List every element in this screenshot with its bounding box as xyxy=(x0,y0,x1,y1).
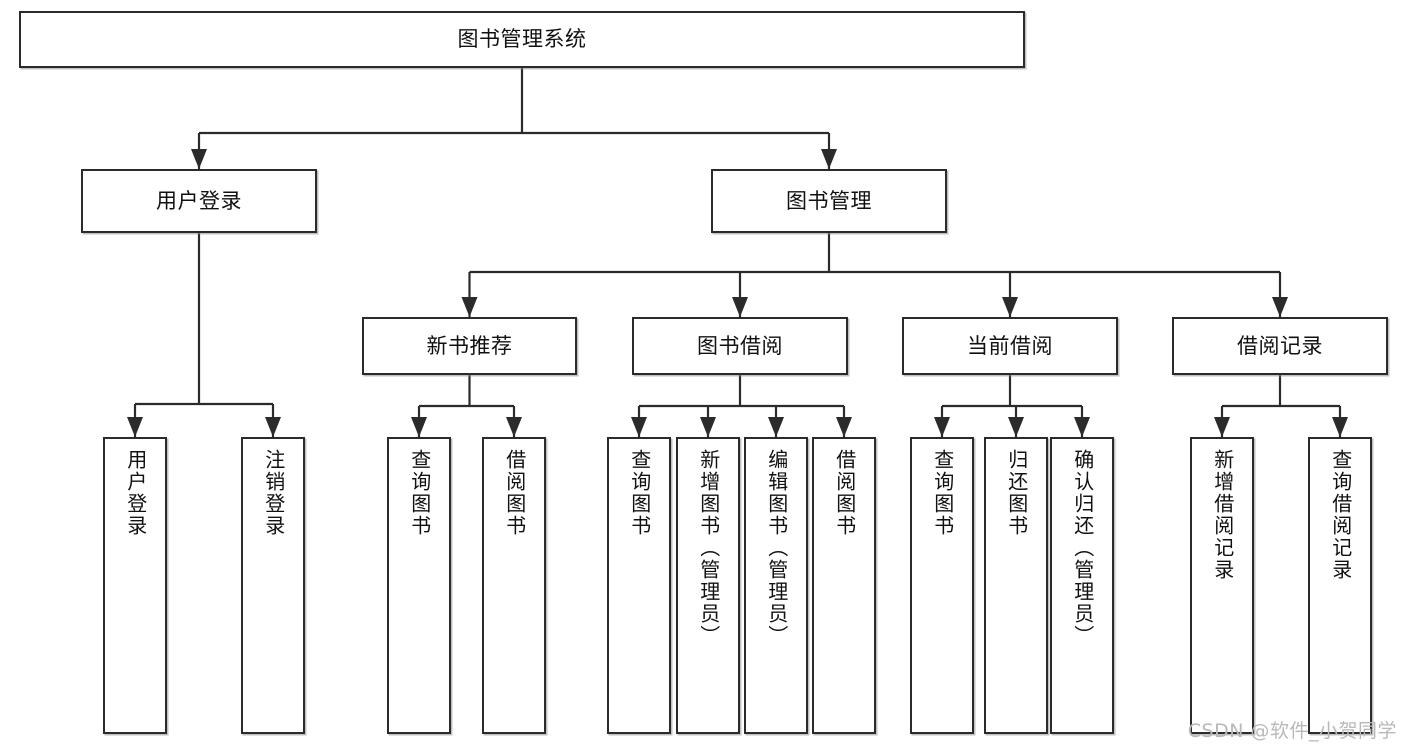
arrowhead-icon xyxy=(821,149,837,169)
node-label: 图书管理 xyxy=(786,188,872,213)
node-current-borrow[interactable]: 当前借阅 xyxy=(902,317,1118,375)
node-label: 用户登录 xyxy=(123,449,148,537)
node-label: 注销登录 xyxy=(261,449,286,537)
node-leaf-rec-add-record[interactable]: 新增借阅记录 xyxy=(1190,437,1254,734)
arrowhead-icon xyxy=(1272,297,1288,317)
node-label: 查询借阅记录 xyxy=(1328,449,1353,581)
trunk-trunk-login xyxy=(127,233,281,437)
arrowhead-icon xyxy=(506,417,522,437)
arrowhead-icon xyxy=(1332,417,1348,437)
arrowhead-icon xyxy=(1074,417,1090,437)
node-leaf-bor-add-book[interactable]: 新增图书（管理员） xyxy=(676,437,740,734)
node-label: 图书管理系统 xyxy=(457,27,587,52)
node-book-borrow[interactable]: 图书借阅 xyxy=(632,317,848,375)
node-label: 查询图书 xyxy=(627,449,652,537)
arrowhead-icon xyxy=(191,149,207,169)
node-leaf-rec-query-book[interactable]: 查询图书 xyxy=(387,437,451,734)
arrowhead-icon xyxy=(1008,417,1024,437)
arrowhead-icon xyxy=(700,417,716,437)
node-label: 新增借阅记录 xyxy=(1210,449,1235,581)
node-label: 图书借阅 xyxy=(697,333,783,358)
node-label: 当前借阅 xyxy=(967,333,1053,358)
node-label: 借阅图书 xyxy=(502,449,527,537)
trunk-trunk-manage xyxy=(461,233,1288,317)
node-label: 编辑图书（管理员） xyxy=(764,449,789,647)
node-leaf-bor-query-book[interactable]: 查询图书 xyxy=(607,437,671,734)
node-user-login[interactable]: 用户登录 xyxy=(81,169,317,233)
node-book-manage[interactable]: 图书管理 xyxy=(711,169,947,233)
arrowhead-icon xyxy=(127,417,143,437)
node-label: 查询图书 xyxy=(930,449,955,537)
trunk-trunk-recommend xyxy=(411,375,522,437)
arrowhead-icon xyxy=(461,297,478,317)
arrowhead-icon xyxy=(768,417,784,437)
trunk-trunk-current xyxy=(934,375,1090,437)
node-leaf-cur-return-book[interactable]: 归还图书 xyxy=(984,437,1048,734)
trunk-trunk-borrow xyxy=(631,375,852,437)
arrowhead-icon xyxy=(411,417,427,437)
node-label: 新增图书（管理员） xyxy=(696,449,721,647)
arrowhead-icon xyxy=(1002,297,1018,317)
arrowhead-icon xyxy=(732,297,748,317)
node-leaf-bor-borrow-book[interactable]: 借阅图书 xyxy=(812,437,876,734)
node-leaf-user-login[interactable]: 用户登录 xyxy=(103,437,167,734)
arrowhead-icon xyxy=(265,417,281,437)
node-new-book-recommend[interactable]: 新书推荐 xyxy=(362,317,577,375)
node-leaf-bor-edit-book[interactable]: 编辑图书（管理员） xyxy=(744,437,808,734)
node-label: 归还图书 xyxy=(1004,449,1029,537)
arrowhead-icon xyxy=(934,417,950,437)
trunk-trunk-root xyxy=(191,68,837,169)
node-leaf-rec-query-record[interactable]: 查询借阅记录 xyxy=(1308,437,1372,734)
node-label: 借阅图书 xyxy=(832,449,857,537)
node-root[interactable]: 图书管理系统 xyxy=(19,11,1025,68)
arrowhead-icon xyxy=(1214,417,1230,437)
arrowhead-icon xyxy=(836,417,852,437)
trunk-trunk-record xyxy=(1214,375,1348,437)
node-label: 确认归还（管理员） xyxy=(1070,449,1095,647)
node-leaf-cur-query-book[interactable]: 查询图书 xyxy=(910,437,974,734)
node-leaf-user-logout[interactable]: 注销登录 xyxy=(241,437,305,734)
node-label: 查询图书 xyxy=(407,449,432,537)
node-label: 用户登录 xyxy=(156,188,242,213)
node-leaf-rec-borrow-book[interactable]: 借阅图书 xyxy=(482,437,546,734)
node-leaf-cur-confirm-return[interactable]: 确认归还（管理员） xyxy=(1050,437,1114,734)
node-label: 借阅记录 xyxy=(1237,333,1323,358)
watermark-text: CSDN @软件_小贺同学 xyxy=(1187,720,1397,742)
node-borrow-record[interactable]: 借阅记录 xyxy=(1172,317,1388,375)
arrowhead-icon xyxy=(631,417,647,437)
node-label: 新书推荐 xyxy=(426,333,513,358)
